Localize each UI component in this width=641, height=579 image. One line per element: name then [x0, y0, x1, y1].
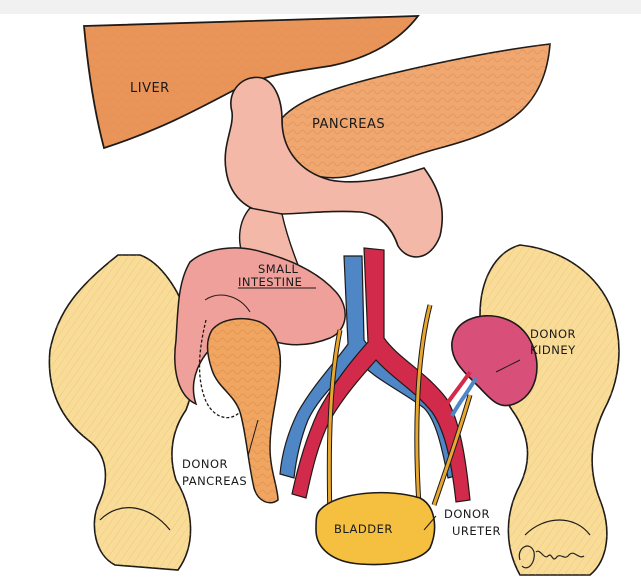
left-pelvic-bone	[49, 255, 193, 570]
donor-ureter-label-line1: DONOR	[444, 507, 490, 521]
liver-label: LIVER	[130, 81, 170, 96]
small-intestine-label-line2: INTESTINE	[238, 275, 302, 289]
donor-kidney-label-line1: DONOR	[530, 327, 576, 341]
donor-kidney-label-line2: KIDNEY	[530, 343, 576, 357]
donor-pancreas-label-line1: DONOR	[182, 457, 228, 471]
donor-ureter-label-line2: URETER	[452, 524, 501, 538]
small-intestine-label-line1: SMALL	[258, 262, 298, 276]
donor-pancreas-label-line2: PANCREAS	[182, 474, 247, 488]
bladder-label: BLADDER	[334, 522, 393, 536]
pancreas-label: PANCREAS	[312, 117, 385, 132]
